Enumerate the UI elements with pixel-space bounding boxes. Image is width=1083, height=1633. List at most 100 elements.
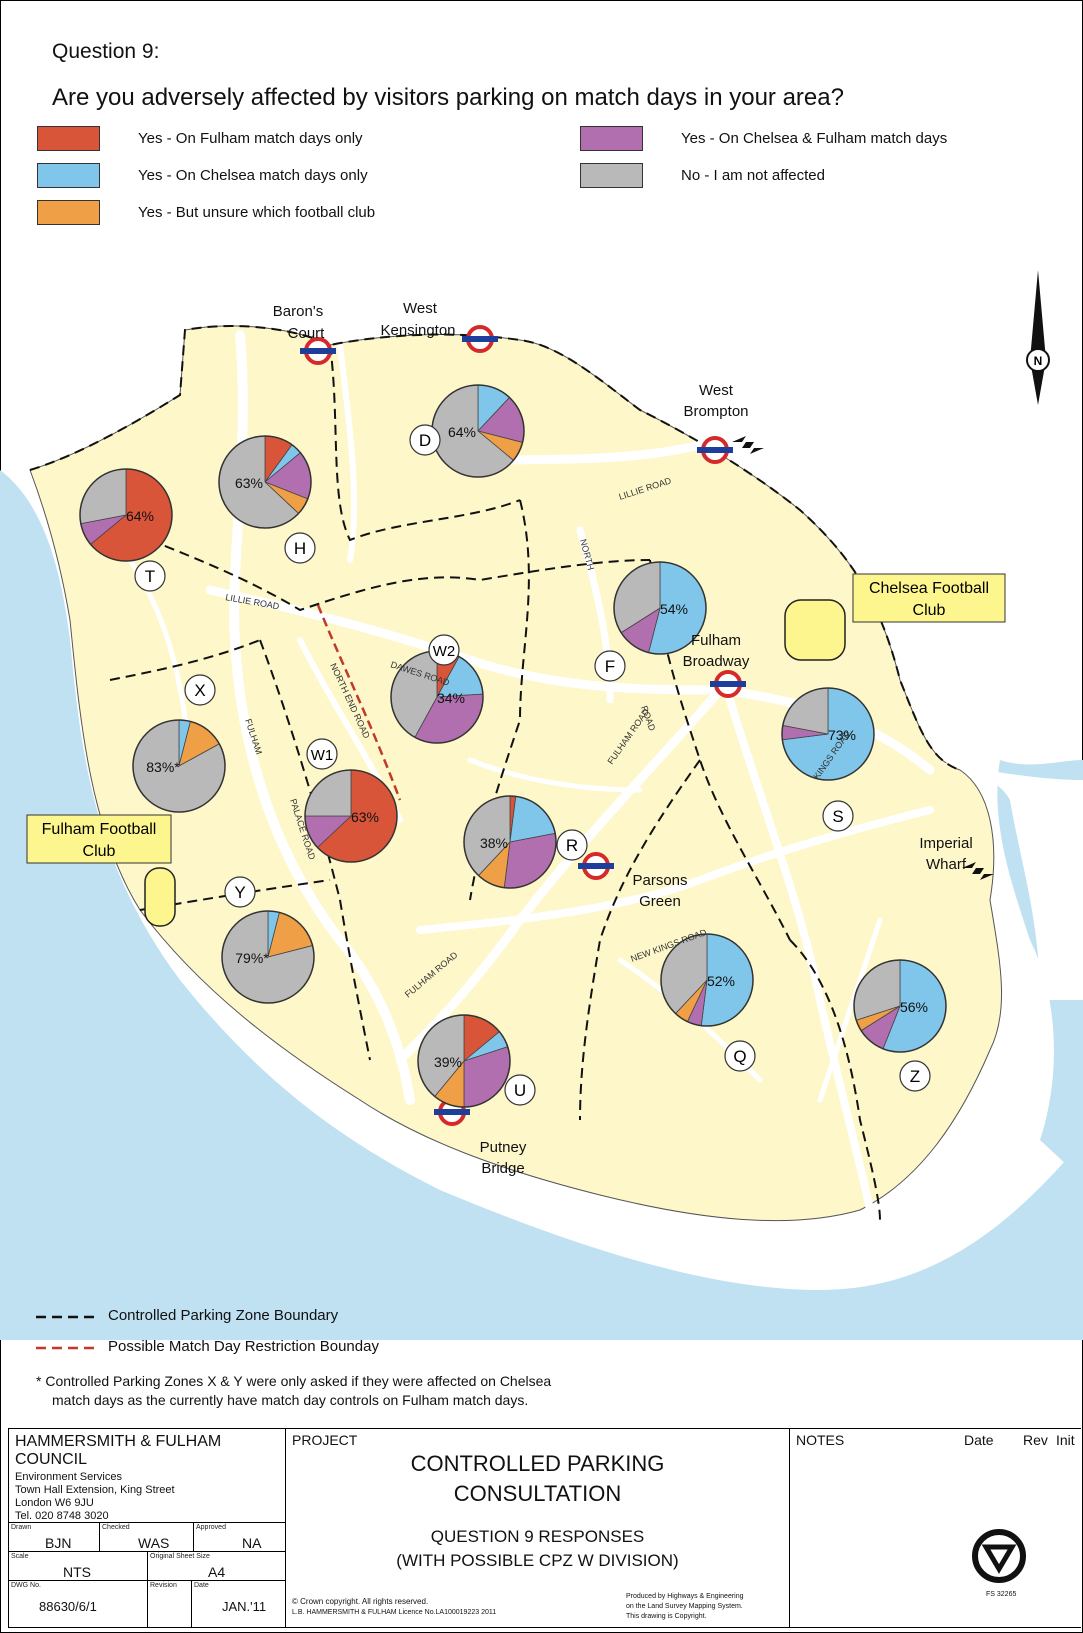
bsi-cert-number: FS 32265 bbox=[986, 1591, 1017, 1598]
zone-letter-w2: W2 bbox=[428, 634, 460, 666]
zone-letter-circle bbox=[428, 634, 460, 666]
notes-col-rev: Rev bbox=[1023, 1432, 1048, 1448]
zone-letter-circle bbox=[184, 674, 216, 706]
fulham-fc-label-2: Club bbox=[83, 843, 116, 860]
place-putney-bridge-2: Bridge bbox=[481, 1160, 524, 1177]
pie-zone-h: 63% bbox=[218, 435, 312, 529]
river-thames bbox=[0, 470, 1083, 1340]
zone-letter-text: Z bbox=[910, 1067, 920, 1086]
pie-outline bbox=[218, 435, 312, 529]
notes-col-date: Date bbox=[964, 1432, 994, 1448]
place-labels: Baron's Court West Kensington West Bromp… bbox=[273, 300, 973, 1177]
legend-item-unsure: Yes - But unsure which football club bbox=[37, 200, 375, 225]
zone-letter-u: U bbox=[504, 1074, 536, 1106]
project-title-2: CONSULTATION bbox=[453, 1481, 622, 1506]
place-fulham-broadway-2: Broadway bbox=[683, 653, 750, 670]
legend-item-fulham: Yes - On Fulham match days only bbox=[37, 126, 363, 151]
pie-zone-u: 39% bbox=[417, 1014, 511, 1108]
zone-letter-z: Z bbox=[899, 1060, 931, 1092]
legend-label: Yes - But unsure which football club bbox=[138, 204, 376, 221]
footnote-line-2: match days as the currently have match d… bbox=[52, 1392, 529, 1408]
cell-approved: Approved NA bbox=[193, 1522, 286, 1552]
zone-letter-x: X bbox=[184, 674, 216, 706]
fulham-fc-label: Fulham Football Club bbox=[26, 814, 172, 864]
pie-percent-label: 64% bbox=[448, 424, 476, 440]
legend-item-chelsea: Yes - On Chelsea match days only bbox=[37, 163, 368, 188]
title-block-council: HAMMERSMITH & FULHAM COUNCIL Environment… bbox=[8, 1428, 286, 1628]
place-parsons-green-2: Green bbox=[639, 893, 681, 910]
council-name-1: HAMMERSMITH & FULHAM bbox=[15, 1433, 222, 1450]
zone-letter-s: S bbox=[822, 800, 854, 832]
pie-percent-label: 63% bbox=[235, 475, 263, 491]
zone-letter-circle bbox=[224, 876, 256, 908]
pie-percent-label: 38% bbox=[480, 835, 508, 851]
zone-letter-text: S bbox=[832, 807, 843, 826]
pie-zone-t: 64% bbox=[79, 468, 173, 562]
project-title-1: CONTROLLED PARKING bbox=[410, 1451, 665, 1476]
zone-letter-text: Y bbox=[234, 883, 245, 902]
drawing-title-2: (WITH POSSIBLE CPZ W DIVISION) bbox=[396, 1551, 679, 1570]
zone-letter-d: D bbox=[409, 424, 441, 456]
pie-percent-label: 39% bbox=[434, 1054, 462, 1070]
zone-letter-circle bbox=[409, 424, 441, 456]
cell-scale: Scale NTS bbox=[8, 1551, 148, 1581]
zone-letter-text: Q bbox=[733, 1047, 746, 1066]
legend-swatch-no bbox=[580, 163, 643, 188]
zone-letter-text: U bbox=[514, 1081, 526, 1100]
zone-letter-f: F bbox=[594, 650, 626, 682]
cell-sheet: Original Sheet Size A4 bbox=[147, 1551, 286, 1581]
copyright-2: L.B. HAMMERSMITH & FULHAM Licence No.LA1… bbox=[292, 1609, 497, 1616]
place-west-brompton-2: Brompton bbox=[683, 403, 748, 420]
place-parsons-green-1: Parsons bbox=[632, 872, 687, 889]
pie-zone-d: 64% bbox=[431, 384, 525, 478]
zone-letter-circle bbox=[504, 1074, 536, 1106]
pie-zone-s: 73% bbox=[781, 687, 875, 781]
place-west-kensington-1: West bbox=[403, 300, 438, 317]
place-putney-bridge-1: Putney bbox=[480, 1139, 527, 1156]
pie-percent-label: 63% bbox=[351, 809, 379, 825]
question-text: Are you adversely affected by visitors p… bbox=[52, 84, 844, 111]
legend-match-restriction: Possible Match Day Restriction Bounday bbox=[108, 1338, 379, 1355]
place-imperial-wharf-1: Imperial bbox=[919, 835, 972, 852]
zone-letter-r: R bbox=[556, 829, 588, 861]
approved-value: NA bbox=[242, 1535, 262, 1551]
pie-outline bbox=[417, 1014, 511, 1108]
chelsea-stadium bbox=[784, 599, 846, 661]
sheet-value: A4 bbox=[208, 1564, 226, 1580]
legend-item-no: No - I am not affected bbox=[580, 163, 825, 188]
pie-outline bbox=[463, 795, 557, 889]
zone-letter-circle bbox=[306, 738, 338, 770]
zone-letter-circle bbox=[899, 1060, 931, 1092]
pie-percent-label: 83%* bbox=[146, 759, 180, 775]
north-arrow-icon: N bbox=[1026, 270, 1050, 405]
pie-percent-label: 52% bbox=[707, 973, 735, 989]
zone-letter-circle bbox=[556, 829, 588, 861]
pie-percent-label: 64% bbox=[126, 508, 154, 524]
chelsea-fc-label-1: Chelsea Football bbox=[869, 580, 989, 597]
legend-label: Yes - On Fulham match days only bbox=[138, 130, 363, 147]
zone-letter-circle bbox=[134, 560, 166, 592]
cell-date: Date JAN.'11 bbox=[191, 1580, 286, 1628]
fulham-fc-label-1: Fulham Football bbox=[42, 821, 157, 838]
cell-checked: Checked WAS bbox=[99, 1522, 194, 1552]
legend-label: Yes - On Chelsea & Fulham match days bbox=[681, 130, 948, 147]
legend-cpz-boundary: Controlled Parking Zone Boundary bbox=[108, 1307, 339, 1324]
pie-outline bbox=[132, 719, 226, 813]
place-west-kensington-2: Kensington bbox=[380, 322, 455, 339]
cell-dwg: DWG No. 88630/6/1 bbox=[8, 1580, 148, 1628]
council-dept: Environment Services bbox=[15, 1471, 122, 1483]
pie-zone-q: 52% bbox=[660, 933, 754, 1027]
scale-value: NTS bbox=[63, 1564, 91, 1580]
zone-letter-circle bbox=[724, 1040, 756, 1072]
title-block-project: PROJECT CONTROLLED PARKING CONSULTATION … bbox=[285, 1428, 790, 1628]
produced-1: Produced by Highways & Engineering bbox=[626, 1593, 744, 1600]
pie-outline bbox=[79, 468, 173, 562]
zone-letter-text: D bbox=[419, 431, 431, 450]
legend-swatch-fulham bbox=[37, 126, 100, 151]
dwg-value: 88630/6/1 bbox=[39, 1599, 97, 1614]
pie-zone-y: 79%* bbox=[221, 910, 315, 1004]
zone-letter-y: Y bbox=[224, 876, 256, 908]
svg-text:N: N bbox=[1034, 354, 1043, 368]
legend-swatch-both bbox=[580, 126, 643, 151]
cell-drawn: Drawn BJN bbox=[8, 1522, 100, 1552]
